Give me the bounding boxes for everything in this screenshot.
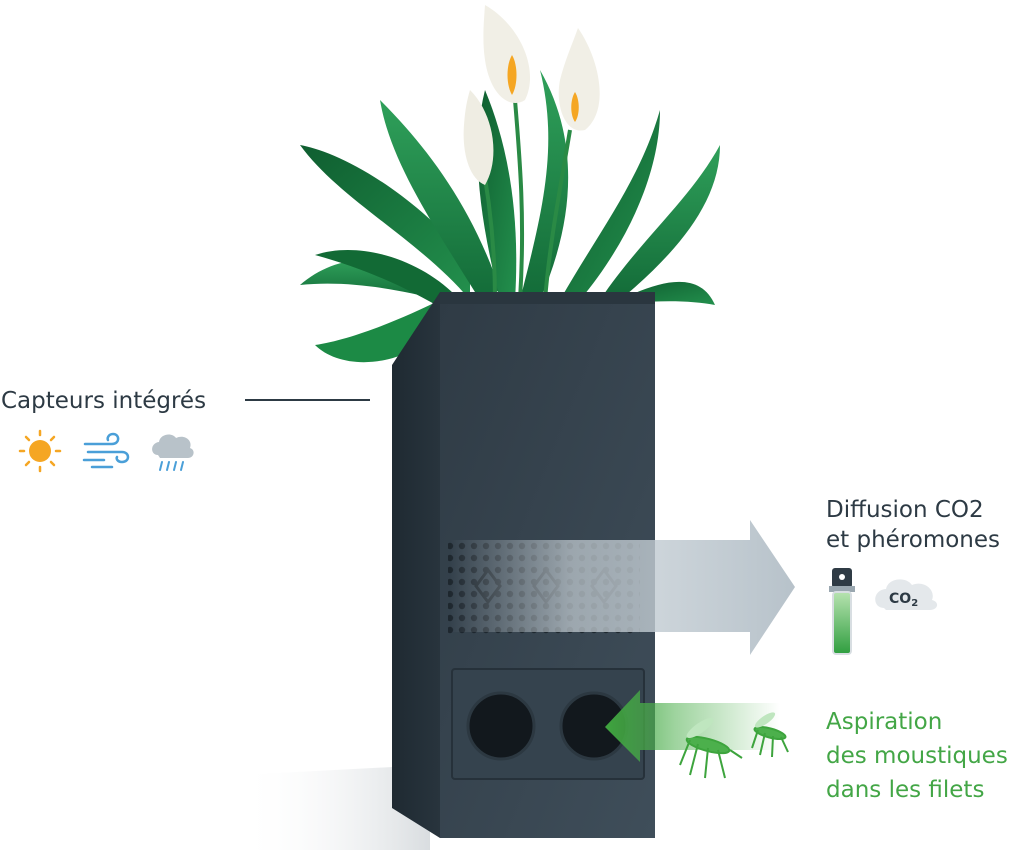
sensors-label: Capteurs intégrés <box>1 388 207 414</box>
leaf <box>300 145 470 300</box>
intake-hole-left <box>466 691 536 761</box>
aspiration-label-line2: des moustiques <box>826 743 1008 769</box>
flower-spathe <box>463 90 494 185</box>
diffusion-label: Diffusion CO2 et phéromones <box>826 495 1000 555</box>
aspiration-label: Aspiration des moustiques dans les filet… <box>826 705 1008 807</box>
trap-top-edge <box>440 292 655 304</box>
leaf <box>380 100 500 300</box>
aspiration-label-line1: Aspiration <box>826 709 943 735</box>
co2-subscript: 2 <box>911 598 918 609</box>
flower-spadix <box>507 55 517 95</box>
aspiration-label-line3: dans les filets <box>826 777 985 803</box>
sun-icon <box>18 429 62 473</box>
floor-shadow <box>240 765 430 850</box>
diffusion-label-line2: et phéromones <box>826 527 1001 553</box>
leaf <box>600 145 720 300</box>
flower-spadix <box>571 92 579 122</box>
leaf <box>520 70 569 300</box>
mosquito-icon <box>679 717 743 779</box>
co2-text: CO <box>889 591 911 607</box>
aspiration-arrow <box>605 690 780 762</box>
flower-spathe <box>558 28 600 131</box>
trap-side-face <box>392 292 440 838</box>
flower-spathe <box>483 5 531 104</box>
flower-stem <box>513 99 525 301</box>
svg-text:CO2: CO2 <box>889 591 918 609</box>
co2-cloud-icon: CO2 <box>875 579 938 610</box>
wind-icon <box>82 432 130 469</box>
flower-stem <box>543 129 572 301</box>
mosquito-icon <box>751 712 789 758</box>
rain-cloud-icon <box>152 434 194 471</box>
lure-vial-icon <box>829 568 855 655</box>
leaf <box>315 249 455 310</box>
diffusion-label-line1: Diffusion CO2 <box>826 497 984 523</box>
diffusion-arrow <box>450 520 795 655</box>
plant <box>300 5 720 363</box>
